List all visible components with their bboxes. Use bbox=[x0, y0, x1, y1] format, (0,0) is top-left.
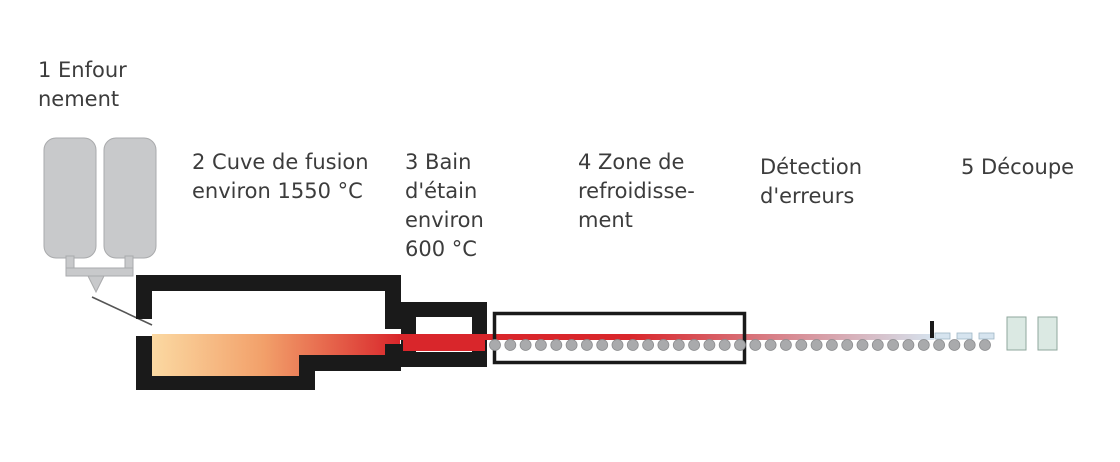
roller bbox=[565, 339, 578, 351]
label-enfournement: 1 Enfour nement bbox=[38, 58, 127, 111]
glass-plate bbox=[1006, 316, 1027, 351]
roller bbox=[596, 339, 609, 351]
batch-feed-line bbox=[91, 296, 153, 326]
silo-right bbox=[103, 137, 157, 259]
label-cuve-de-fusion: 2 Cuve de fusion environ 1550 °C bbox=[192, 150, 369, 203]
roller bbox=[519, 339, 532, 351]
silo-chute-bar bbox=[65, 267, 134, 277]
roller bbox=[734, 339, 746, 351]
roller bbox=[841, 339, 854, 351]
error-detection-marker bbox=[930, 321, 934, 338]
glass-ribbon bbox=[398, 334, 934, 340]
roller bbox=[703, 339, 716, 351]
molten-glass bbox=[152, 334, 400, 376]
roller bbox=[810, 339, 823, 351]
roller bbox=[795, 339, 808, 351]
roller bbox=[856, 339, 869, 351]
label-zone-refroidissement: 4 Zone de refroidisse- ment bbox=[578, 150, 695, 232]
glass-plates bbox=[1006, 316, 1058, 351]
label-detection-erreurs: Détection d'erreurs bbox=[760, 155, 863, 208]
cut-glass-piece bbox=[934, 332, 951, 340]
roller bbox=[917, 339, 930, 351]
cut-glass-piece bbox=[956, 332, 973, 340]
roller bbox=[489, 339, 501, 351]
silo-left bbox=[43, 137, 97, 259]
roller bbox=[826, 339, 838, 351]
batch-silos bbox=[43, 137, 157, 326]
cut-glass-pieces bbox=[934, 332, 995, 340]
cooling-zone-frame bbox=[492, 311, 747, 365]
roller bbox=[611, 339, 624, 351]
label-bain-etain: 3 Bain d'étain environ 600 °C bbox=[405, 150, 484, 261]
roller bbox=[979, 339, 991, 351]
roller bbox=[948, 339, 961, 351]
roller bbox=[902, 339, 915, 351]
cut-glass-piece bbox=[978, 332, 995, 340]
label-decoupe: 5 Découpe bbox=[961, 155, 1075, 179]
silo-funnel bbox=[87, 275, 105, 294]
roller bbox=[642, 339, 654, 351]
roller bbox=[749, 339, 762, 351]
roller bbox=[657, 339, 670, 351]
melting-furnace-floor bbox=[136, 336, 401, 390]
roller bbox=[672, 339, 685, 351]
roller bbox=[626, 339, 639, 351]
roller bbox=[535, 339, 547, 351]
roller bbox=[581, 339, 593, 351]
roller bbox=[963, 339, 976, 351]
roller bbox=[504, 339, 517, 351]
roller bbox=[718, 339, 731, 351]
roller bbox=[688, 339, 700, 351]
melting-furnace bbox=[136, 275, 401, 390]
roller bbox=[887, 339, 899, 351]
roller bbox=[871, 339, 884, 351]
roller bbox=[780, 339, 792, 351]
glass-plate bbox=[1037, 316, 1058, 351]
melting-furnace-roof bbox=[136, 275, 401, 329]
roller bbox=[550, 339, 563, 351]
conveyor-rollers bbox=[489, 339, 991, 351]
roller bbox=[933, 339, 945, 351]
roller bbox=[764, 339, 777, 351]
